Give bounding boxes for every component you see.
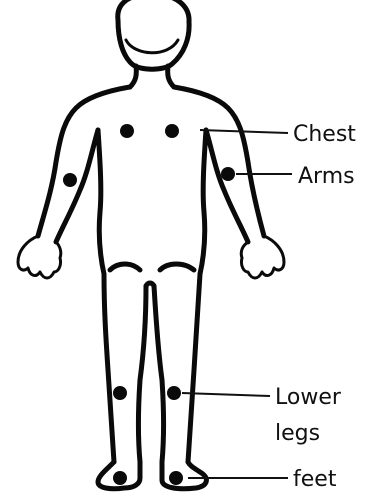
head <box>118 0 189 69</box>
arm-right-dot <box>221 167 235 181</box>
labels: Chest Arms Lower legs feet <box>275 122 356 492</box>
arm-left-dot <box>63 173 77 187</box>
foot-left-dot <box>113 471 127 485</box>
chest-label: Chest <box>293 122 356 147</box>
lower-leg-right-dot <box>167 386 181 400</box>
lower-legs-label-line1: Lower <box>275 385 342 410</box>
lower-legs-leader-line <box>182 393 270 396</box>
chest-right-dot <box>165 124 179 138</box>
lower-leg-left-dot <box>113 386 127 400</box>
site-markers <box>63 124 235 485</box>
body-silhouette <box>18 87 284 489</box>
foot-right-dot <box>169 471 183 485</box>
arms-label: Arms <box>298 164 355 189</box>
feet-label: feet <box>293 467 337 492</box>
chest-left-dot <box>120 124 134 138</box>
lower-legs-label-line2: legs <box>275 421 320 446</box>
